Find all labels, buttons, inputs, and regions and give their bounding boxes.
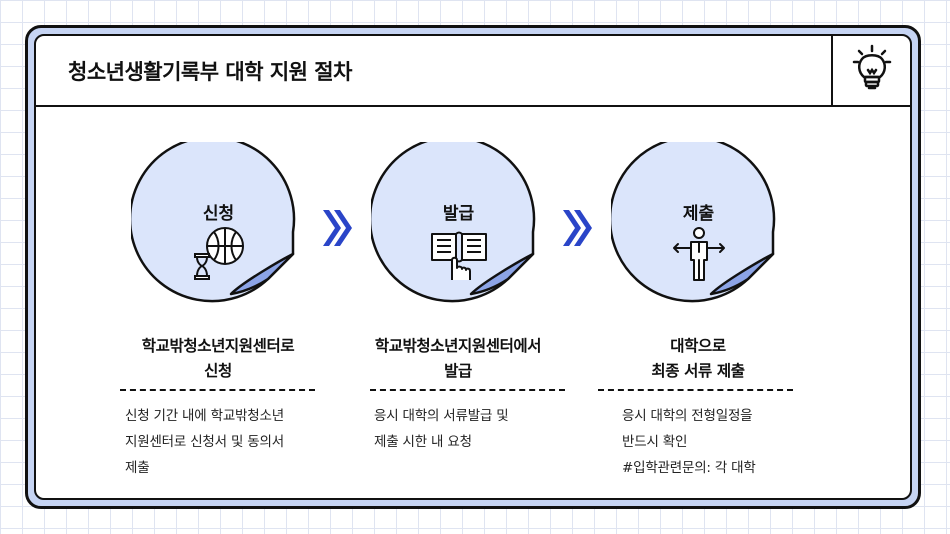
- outer-frame: 청소년생활기록부 대학 지원 절차: [25, 25, 921, 509]
- subhead-line: 발급: [444, 362, 472, 380]
- desc-line: 응시 대학의 전형일정을: [622, 408, 753, 424]
- step-label: 신청: [202, 204, 235, 224]
- dashed-divider: [120, 389, 315, 391]
- step-circle-submit: 제출: [611, 142, 786, 317]
- subhead-line: 최종 서류 제출: [651, 362, 745, 380]
- step-description: 신청 기간 내에 학교밖청소년 지원센터로 신청서 및 동의서 제출: [125, 403, 340, 481]
- header-bar: 청소년생활기록부 대학 지원 절차: [36, 36, 910, 107]
- desc-line: 제출 시한 내 요청: [374, 434, 472, 450]
- page-title: 청소년생활기록부 대학 지원 절차: [68, 60, 352, 84]
- subhead-line: 학교밖청소년지원센터에서: [374, 337, 542, 355]
- content-panel: 청소년생활기록부 대학 지원 절차: [34, 34, 912, 500]
- dashed-divider: [370, 389, 565, 391]
- step-subhead: 대학으로 최종 서류 제출: [588, 334, 808, 384]
- step-badge-shape: [371, 142, 536, 303]
- desc-line: #입학관련문의: 각 대학: [622, 460, 756, 476]
- step-description: 응시 대학의 서류발급 및 제출 시한 내 요청: [374, 403, 589, 455]
- desc-line: 지원센터로 신청서 및 동의서: [125, 434, 284, 450]
- desc-line: 반드시 확인: [622, 434, 688, 450]
- step-circle-apply: 신청: [131, 142, 306, 317]
- step-description: 응시 대학의 전형일정을 반드시 확인 #입학관련문의: 각 대학: [622, 403, 837, 481]
- subhead-line: 신청: [204, 362, 232, 380]
- globe-hourglass-icon: [194, 227, 244, 280]
- lightbulb-icon: [852, 44, 892, 90]
- subhead-line: 대학으로: [670, 337, 726, 355]
- book-hand-icon: [431, 231, 487, 280]
- double-chevron-right-icon: [323, 210, 352, 246]
- step-label: 제출: [682, 204, 715, 224]
- dashed-divider: [598, 389, 793, 391]
- desc-line: 신청 기간 내에 학교밖청소년: [125, 408, 284, 424]
- step-badge-shape: [611, 142, 776, 303]
- step-subhead: 학교밖청소년지원센터에서 발급: [348, 334, 568, 384]
- step-subhead: 학교밖청소년지원센터로 신청: [108, 334, 328, 384]
- desc-line: 응시 대학의 서류발급 및: [374, 408, 509, 424]
- header-icon-box: [831, 36, 910, 105]
- step-badge-shape: [131, 142, 296, 303]
- double-chevron-right-icon: [563, 210, 592, 246]
- step-circle-issue: 발급: [371, 142, 546, 317]
- person-direction-icon: [673, 227, 725, 281]
- desc-line: 제출: [125, 460, 150, 476]
- step-label: 발급: [442, 204, 475, 224]
- subhead-line: 학교밖청소년지원센터로: [141, 337, 295, 355]
